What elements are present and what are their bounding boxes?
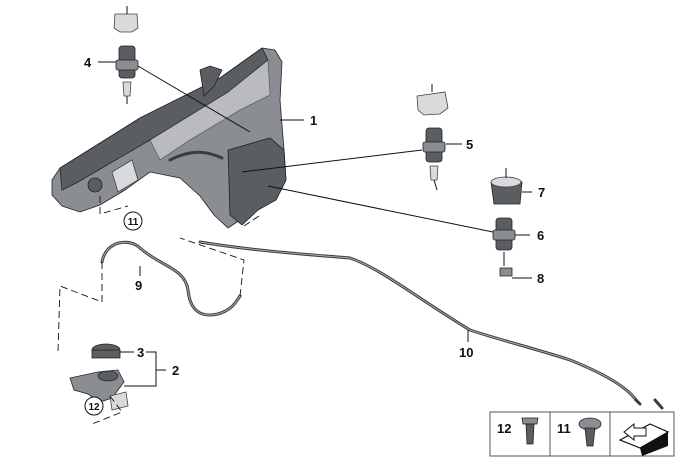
leader-6-to-reservoir [267, 185, 494, 233]
leader-5-to-reservoir [241, 149, 423, 173]
hose-line-10 [198, 213, 664, 410]
circled-ref-12: 12 [84, 396, 104, 416]
callout-9: 9 [135, 278, 142, 293]
callout-5: 5 [466, 137, 473, 152]
callout-10: 10 [459, 345, 473, 360]
connection-line [91, 395, 123, 425]
circled-ref-12-label: 12 [88, 402, 100, 413]
callout-8: 8 [537, 271, 544, 286]
callout-1: 1 [310, 113, 317, 128]
filler-neck [69, 343, 129, 411]
circled-ref-11-label: 11 [128, 217, 139, 228]
circled-ref-11: 11 [123, 211, 143, 231]
callout-3: 3 [137, 345, 144, 360]
callout-7: 7 [538, 185, 545, 200]
callout-4: 4 [84, 55, 92, 70]
legend-part-12: 12 [489, 411, 551, 457]
pump-grommet-assembly [490, 168, 523, 277]
washer-reservoir [51, 47, 287, 229]
washer-pump-rear [416, 84, 449, 191]
connection-line [99, 196, 129, 215]
legend-11-label: 11 [557, 421, 571, 436]
leader-4-to-reservoir [137, 65, 251, 133]
washer-pump-front [113, 6, 139, 104]
legend-part-11: 11 [549, 411, 611, 457]
callout-6: 6 [537, 228, 544, 243]
legend-12-label: 12 [497, 421, 511, 436]
legend-reference-icon [609, 411, 675, 457]
bracket-2 [124, 351, 157, 387]
callout-2: 2 [172, 363, 179, 378]
hose-line-9 [57, 237, 245, 353]
